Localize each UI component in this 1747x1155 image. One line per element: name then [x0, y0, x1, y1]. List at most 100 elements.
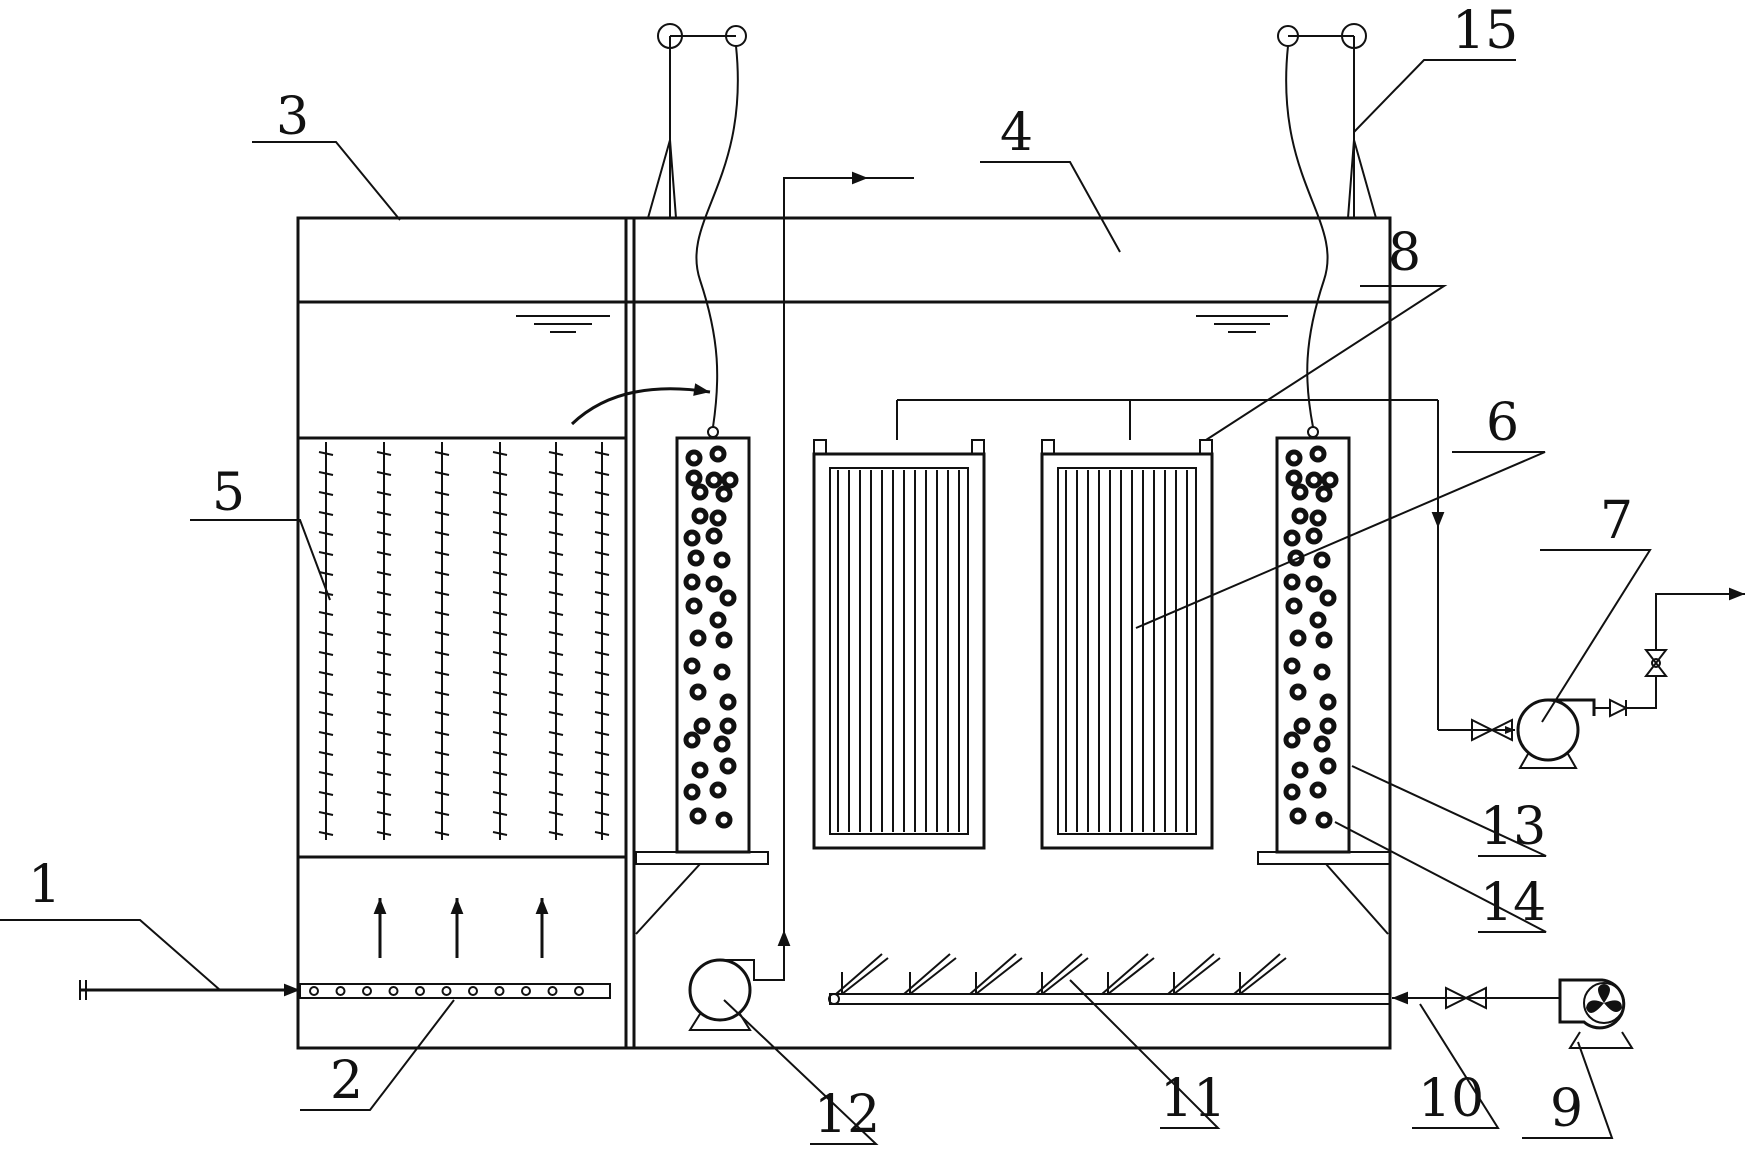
fiber-tick: [434, 651, 450, 656]
fiber-tick: [548, 491, 564, 496]
diffuser-arm: [909, 957, 957, 995]
carrier-bead: [689, 629, 707, 647]
diffuser-arm: [1173, 957, 1221, 995]
carrier-bead: [705, 575, 723, 593]
fiber-tick: [594, 771, 610, 776]
fiber-tick: [376, 491, 392, 496]
distributor-hole: [574, 986, 584, 996]
diffuser-arm: [969, 953, 1017, 995]
fiber-tick: [492, 491, 508, 496]
fiber-tick: [548, 711, 564, 716]
carrier-bead: [683, 573, 701, 591]
left-compartment: [79, 383, 711, 1000]
fiber-tick: [318, 611, 334, 616]
carrier-bead: [1319, 757, 1337, 775]
overflow-arrow: [570, 383, 711, 426]
fiber-tick: [492, 631, 508, 636]
fiber-tick: [434, 791, 450, 796]
distributor-holes: [309, 986, 584, 996]
label-7: 7: [1600, 491, 1633, 551]
carrier-bead: [1305, 575, 1323, 593]
distributor-hole: [521, 986, 531, 996]
fiber-tick: [318, 791, 334, 796]
fiber-tick: [376, 751, 392, 756]
carrier-bead: [1291, 507, 1309, 525]
fiber-tick: [376, 551, 392, 556]
carrier-bead: [1283, 657, 1301, 675]
fiber-tick: [434, 811, 450, 816]
membrane-module-left: [812, 439, 986, 850]
fiber-tick: [376, 811, 392, 816]
diffuser-arm: [903, 953, 951, 995]
carrier-bead: [1283, 783, 1301, 801]
carrier-bead: [709, 611, 727, 629]
carrier-column-left: [635, 426, 769, 935]
fiber-tick: [492, 771, 508, 776]
carrier-bead: [683, 657, 701, 675]
permeate-line: [896, 399, 1515, 742]
aeration-diffusers: [835, 953, 1287, 995]
fiber-tick: [548, 671, 564, 676]
carrier-bead: [1309, 509, 1327, 527]
carrier-bead: [1315, 631, 1333, 649]
callout-labels: 1 2 3 4 5 6 7 8 9 10 11 12 13 14 15: [28, 1, 1633, 1145]
fiber-tick: [492, 731, 508, 736]
fiber-tick: [594, 491, 610, 496]
carrier-bead: [713, 735, 731, 753]
label-6: 6: [1486, 393, 1519, 453]
fiber-tick: [594, 811, 610, 816]
fiber-tick: [434, 451, 450, 456]
fiber-tick: [492, 571, 508, 576]
fiber-tick: [492, 511, 508, 516]
fiber-tick: [594, 831, 610, 836]
carrier-bead: [1285, 449, 1303, 467]
carrier-bead: [1305, 471, 1323, 489]
carrier-bead: [1319, 589, 1337, 607]
carrier-bead: [1283, 529, 1301, 547]
carrier-bead: [705, 471, 723, 489]
diffuser-arm: [1101, 953, 1149, 995]
fiber-tick: [548, 811, 564, 816]
label-9: 9: [1550, 1079, 1583, 1139]
hoist-frame-right: [1277, 23, 1377, 428]
carrier-bead: [1285, 597, 1303, 615]
carrier-bead: [1319, 717, 1337, 735]
fiber-tick: [376, 591, 392, 596]
carrier-bead: [1321, 471, 1339, 489]
fiber-tick: [548, 731, 564, 736]
carrier-bead: [691, 507, 709, 525]
fiber-tick: [434, 771, 450, 776]
fiber-tick: [492, 651, 508, 656]
fiber-tick: [548, 471, 564, 476]
fiber-tick: [318, 651, 334, 656]
fiber-tick: [376, 731, 392, 736]
fiber-tick: [434, 831, 450, 836]
carrier-bead: [1319, 693, 1337, 711]
distributor-hole: [309, 986, 319, 996]
fiber-tick: [318, 671, 334, 676]
distributor-hole: [335, 986, 346, 996]
label-15: 15: [1452, 1, 1518, 61]
carrier-bead: [691, 483, 709, 501]
water-level-symbol-right: [1196, 315, 1288, 333]
fiber-tick: [594, 451, 610, 456]
fiber-tick: [376, 631, 392, 636]
distributor-hole: [468, 986, 478, 996]
fiber-tick: [548, 691, 564, 696]
fiber-tick: [318, 451, 334, 456]
fiber-tick: [548, 771, 564, 776]
fiber-tick: [548, 631, 564, 636]
fiber-tick: [548, 591, 564, 596]
carrier-bead: [689, 807, 707, 825]
carrier-bead: [685, 449, 703, 467]
fiber-tick: [434, 731, 450, 736]
fiber-tick: [376, 651, 392, 656]
fiber-tick: [318, 731, 334, 736]
label-1: 1: [28, 855, 61, 915]
diffuser-arm: [835, 953, 883, 995]
diffuser-arm: [975, 957, 1023, 995]
carrier-bead: [1289, 683, 1307, 701]
carrier-bead: [1289, 629, 1307, 647]
fiber-tick: [376, 531, 392, 536]
fiber-tick: [318, 571, 334, 576]
